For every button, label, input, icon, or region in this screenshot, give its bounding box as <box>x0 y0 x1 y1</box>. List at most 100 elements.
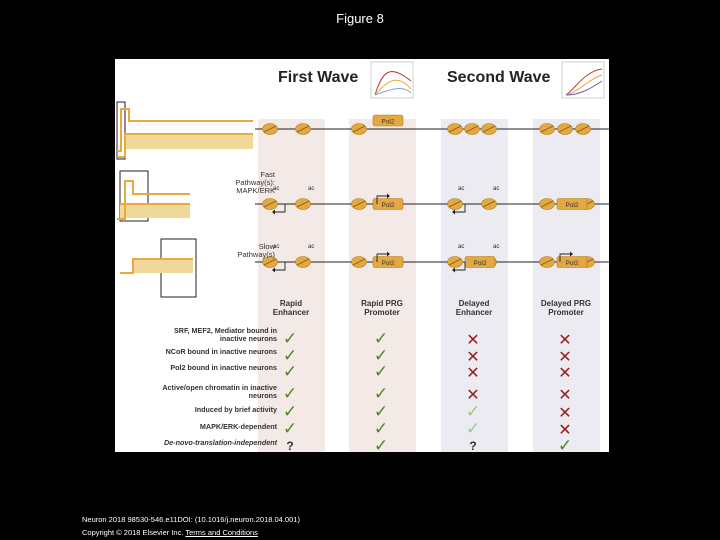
cross-mark-icon: ✕ <box>558 347 572 366</box>
tss-arrowhead <box>570 251 573 257</box>
check-mark-icon: ✓ <box>373 436 389 453</box>
cross-mark-icon: ✕ <box>466 363 480 382</box>
check-mark-icon: ✓ <box>373 419 389 439</box>
enhancer-arrow <box>275 204 286 213</box>
nucleosome-dna-wrap <box>465 125 479 133</box>
acetylation-label: ac <box>273 186 280 192</box>
row-label-induced: Induced by brief activity <box>117 406 277 414</box>
slide-title: Figure 8 <box>336 11 384 26</box>
nucleosome-dna-wrap <box>352 258 366 266</box>
check-mark-icon: ✓ <box>282 329 298 349</box>
check-mark-icon: ✓ <box>373 384 389 404</box>
col-label-line: Rapid PRG <box>361 299 403 308</box>
check-mark-icon: ✓ <box>465 402 481 422</box>
nucleosome-dna-wrap <box>448 200 462 208</box>
row-label-srf-mef2: SRF, MEF2, Mediator bound in inactive ne… <box>117 327 277 343</box>
nucleosome-dna-wrap <box>482 125 496 133</box>
nucleosome-dna-wrap <box>540 200 554 208</box>
second-wave-title: Second Wave <box>447 69 551 86</box>
nucleosome-dna-wrap <box>263 258 277 266</box>
check-mark-icon: ✓ <box>373 362 389 382</box>
first-wave-title: First Wave <box>278 69 359 86</box>
nucleosome-dna-wrap <box>352 125 366 133</box>
check-mark-icon: ✓ <box>373 346 389 366</box>
pol2-box-shape <box>556 198 588 210</box>
acetylation-label: ac <box>308 244 315 250</box>
row-label-line: Active/open chromatin in inactive <box>162 383 277 392</box>
enhancer-arrowhead <box>272 267 275 273</box>
acetylation-label: ac <box>493 244 500 250</box>
cross-mark-icon: ✕ <box>558 330 572 349</box>
row-label-line: SRF, MEF2, Mediator bound in <box>173 326 277 335</box>
fast-pathway-line-1: Fast <box>260 170 275 179</box>
pol2-box-shape <box>372 114 404 127</box>
pol2-box: Pol2 <box>464 256 496 268</box>
pol2-label: Pol2 <box>381 260 394 267</box>
slow-pathway-line-1: Slow <box>258 242 275 251</box>
enhancer-arrow <box>455 204 466 213</box>
col-delayed-prg-promoter: Delayed PRG Promoter <box>531 299 601 317</box>
check-mark-icon: ✓ <box>465 419 481 439</box>
acetylation-label: ac <box>308 186 315 192</box>
row-label-line: Pol2 bound in inactive neurons <box>170 363 277 372</box>
acetylation-label: ac <box>458 186 465 192</box>
nucleosome-dna-wrap <box>576 125 590 133</box>
rapid-enhancer-band <box>258 119 325 452</box>
enhancer-arrowhead <box>272 209 275 215</box>
stimulus-panel-fast <box>117 170 190 222</box>
check-mark-icon: ✓ <box>373 329 389 349</box>
row-label-ncor: NCoR bound in inactive neurons <box>117 348 277 356</box>
cross-mark-icon: ✕ <box>466 385 480 404</box>
col-label-line: Promoter <box>364 308 400 317</box>
col-label-line: Enhancer <box>455 308 493 317</box>
rapid-prg-band <box>349 119 416 452</box>
slow-pathway-line-2: Pathway(s) <box>237 250 275 259</box>
fast-pathway-line-3: MAPK/ERK <box>236 186 275 195</box>
fast-pathway-line-2: Pathway(s): <box>235 178 275 187</box>
tss-arrowhead <box>387 251 390 257</box>
col-rapid-prg-promoter: Rapid PRG Promoter <box>347 299 417 317</box>
check-mark-icon: ✓ <box>557 436 573 453</box>
footer-copyright-line: Copyright © 2018 Elsevier Inc. Terms and… <box>82 528 258 537</box>
stimulus-panel-slow <box>120 238 197 298</box>
nucleosome-dna-wrap <box>263 200 277 208</box>
pol2-box: Pol2 <box>372 256 404 268</box>
delayed-prg-band <box>533 119 600 452</box>
enhancer-arrowhead <box>452 267 455 273</box>
cross-mark-icon: ✕ <box>558 403 572 422</box>
pol2-label: Pol2 <box>381 119 394 126</box>
tss-arrow <box>376 195 387 204</box>
unknown-mark: ? <box>469 439 477 452</box>
pol2-box-shape <box>372 198 404 210</box>
nucleosome-dna-wrap <box>296 200 310 208</box>
check-mark-icon: ✓ <box>373 402 389 422</box>
nucleosome-dna-wrap <box>263 125 277 133</box>
check-mark-icon: ✓ <box>282 346 298 366</box>
nucleosome-dna-wrap <box>352 200 366 208</box>
row-label-line: NCoR bound in inactive neurons <box>165 347 277 356</box>
nucleosome-dna-wrap <box>448 258 462 266</box>
enhancer-arrow <box>275 262 286 271</box>
enhancer-arrow <box>455 262 466 271</box>
nucleosome-dna-wrap <box>296 258 310 266</box>
row-label-line: Induced by brief activity <box>194 405 277 414</box>
pol2-box: Pol2 <box>372 198 404 210</box>
tss-arrow <box>559 253 570 262</box>
check-mark-icon: ✓ <box>282 402 298 422</box>
terms-link[interactable]: Terms and Conditions <box>185 528 258 537</box>
second-wave-curve-plot <box>561 61 605 99</box>
pol2-box: Pol2 <box>372 114 404 127</box>
tss-arrow <box>376 253 387 262</box>
tss-arrowhead <box>387 193 390 199</box>
footer-copyright: Copyright © 2018 Elsevier Inc. <box>82 528 184 537</box>
nucleosome-dna-wrap <box>448 125 462 133</box>
col-label-line: Promoter <box>548 308 584 317</box>
row-label-pol2: Pol2 bound in inactive neurons <box>117 364 277 372</box>
col-label-line: Delayed PRG <box>540 299 592 308</box>
fast-pathway-label: Fast Pathway(s): MAPK/ERK <box>195 171 275 195</box>
pol2-label: Pol2 <box>473 260 486 267</box>
acetylation-label: ac <box>458 244 465 250</box>
cross-mark-icon: ✕ <box>466 330 480 349</box>
